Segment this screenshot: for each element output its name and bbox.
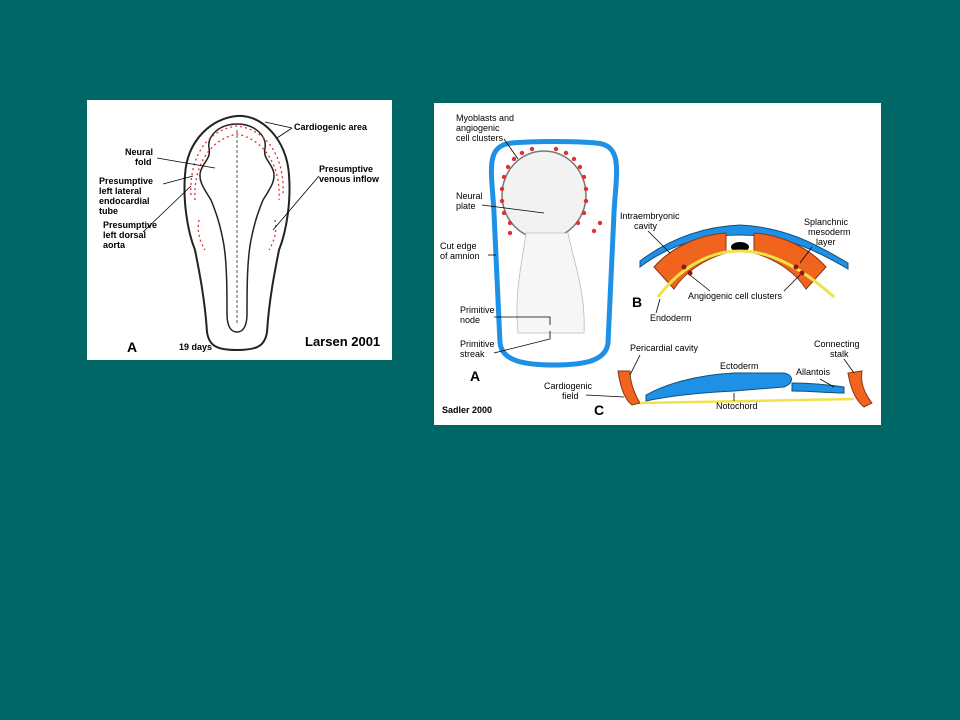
- label-cardiogenic-area: Cardiogenic area: [294, 122, 368, 132]
- letter-a: A: [470, 368, 480, 384]
- label-primitive-node-1: Primitive: [460, 305, 495, 315]
- citation-larsen: Larsen 2001: [305, 334, 380, 349]
- label-primitive-streak-2: streak: [460, 349, 485, 359]
- label-neural-fold-1: Neural: [125, 147, 153, 157]
- age-label: 19 days: [179, 342, 212, 352]
- label-splanchnic-3: layer: [816, 237, 836, 247]
- figure-c-sagittal-section: Pericardial cavity Ectoderm Connecting s…: [442, 339, 873, 418]
- label-myoblasts-1: Myoblasts and: [456, 113, 514, 123]
- larsen-embryo-diagram: Cardiogenic area Neural fold Presumptive…: [99, 114, 380, 355]
- label-notochord: Notochord: [716, 401, 758, 411]
- figure-a-dorsal-view: Myoblasts and angiogenic cell clusters N…: [440, 113, 620, 384]
- label-cardiogenic-field-1: Cardiogenic: [544, 381, 593, 391]
- label-connecting-stalk-2: stalk: [830, 349, 849, 359]
- label-presumptive-venous-2: venous inflow: [319, 174, 380, 184]
- letter-c: C: [594, 402, 604, 418]
- label-pericardial: Pericardial cavity: [630, 343, 699, 353]
- label-presumptive-lateral-4: tube: [99, 206, 118, 216]
- label-allantois: Allantois: [796, 367, 831, 377]
- label-ectoderm: Ectoderm: [720, 361, 759, 371]
- label-angiogenic-clusters: Angiogenic cell clusters: [688, 291, 783, 301]
- sadler-figure-panel: Myoblasts and angiogenic cell clusters N…: [434, 103, 881, 425]
- label-presumptive-lateral-1: Presumptive: [99, 176, 153, 186]
- label-cut-edge-1: Cut edge: [440, 241, 477, 251]
- label-neural-plate-2: plate: [456, 201, 476, 211]
- label-presumptive-venous-1: Presumptive: [319, 164, 373, 174]
- label-splanchnic-1: Splanchnic: [804, 217, 849, 227]
- label-presumptive-lateral-2: left lateral: [99, 186, 142, 196]
- label-primitive-streak-1: Primitive: [460, 339, 495, 349]
- label-presumptive-dorsal-2: left dorsal: [103, 230, 146, 240]
- label-myoblasts-3: cell clusters: [456, 133, 504, 143]
- label-myoblasts-2: angiogenic: [456, 123, 500, 133]
- label-intraembryonic-2: cavity: [634, 221, 658, 231]
- panel-letter-a: A: [127, 339, 137, 355]
- larsen-figure-panel: Cardiogenic area Neural fold Presumptive…: [87, 100, 392, 360]
- label-intraembryonic-1: Intraembryonic: [620, 211, 680, 221]
- neural-plate-outline: [199, 123, 275, 333]
- label-neural-plate-1: Neural: [456, 191, 483, 201]
- label-connecting-stalk-1: Connecting: [814, 339, 860, 349]
- label-splanchnic-2: mesoderm: [808, 227, 851, 237]
- letter-b: B: [632, 294, 642, 310]
- figure-b-cross-section: Intraembryonic cavity Splanchnic mesoder…: [620, 211, 851, 323]
- label-presumptive-lateral-3: endocardial: [99, 196, 150, 206]
- citation-sadler: Sadler 2000: [442, 405, 492, 415]
- label-neural-fold-2: fold: [135, 157, 152, 167]
- sadler-embryo-diagram: Myoblasts and angiogenic cell clusters N…: [440, 113, 873, 418]
- label-presumptive-dorsal-3: aorta: [103, 240, 126, 250]
- cardiogenic-cells: [190, 125, 284, 251]
- label-primitive-node-2: node: [460, 315, 480, 325]
- label-presumptive-dorsal-1: Presumptive: [103, 220, 157, 230]
- label-cardiogenic-field-2: field: [562, 391, 579, 401]
- label-endoderm: Endoderm: [650, 313, 692, 323]
- label-cut-edge-2: of amnion: [440, 251, 480, 261]
